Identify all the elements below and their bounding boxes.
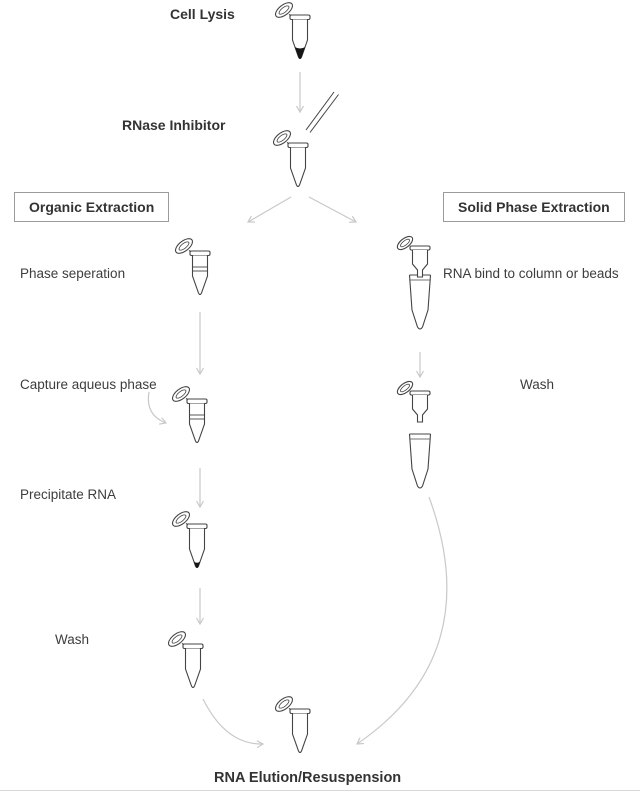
label-capture-aqueus-phase: Capture aqueus phase <box>20 377 157 392</box>
arrow-solid-to-elution <box>356 496 448 745</box>
arrow-into-capture-tube <box>147 391 168 425</box>
microtube-pellet-icon <box>169 508 208 569</box>
arrow-to-organic-branch <box>246 196 292 223</box>
microtube-phases-icon <box>169 383 208 444</box>
microtube-open-icon <box>165 628 204 689</box>
arrow-wash-to-elution <box>202 698 265 749</box>
microtube-lysate-icon <box>272 0 311 60</box>
flow-arrows <box>147 72 448 749</box>
microtube-open-icon <box>272 693 311 754</box>
microtube-open-icon <box>270 127 309 188</box>
label-rnase-inhibitor: RNase Inhibitor <box>122 117 226 133</box>
label-precipitate-rna: Precipitate RNA <box>20 487 117 502</box>
arrow-to-solid-branch <box>308 196 358 223</box>
label-rna-bind: RNA bind to column or beads <box>443 266 619 281</box>
bottom-divider <box>0 790 640 791</box>
microtube-phases-icon <box>172 235 211 296</box>
label-wash-solid: Wash <box>520 377 555 392</box>
label-phase-seperation: Phase seperation <box>20 266 126 281</box>
header-organic-extraction: Organic Extraction <box>14 192 170 222</box>
label-rna-elution: RNA Elution/Resuspension <box>214 770 402 786</box>
label-cell-lysis: Cell Lysis <box>170 6 235 22</box>
label-wash-organic: Wash <box>55 632 90 647</box>
pipette-icon <box>305 91 339 133</box>
header-solid-phase-extraction: Solid Phase Extraction <box>443 192 625 222</box>
spin-column-in-tube-icon <box>394 233 432 330</box>
spin-column-above-tube-icon <box>394 378 432 489</box>
